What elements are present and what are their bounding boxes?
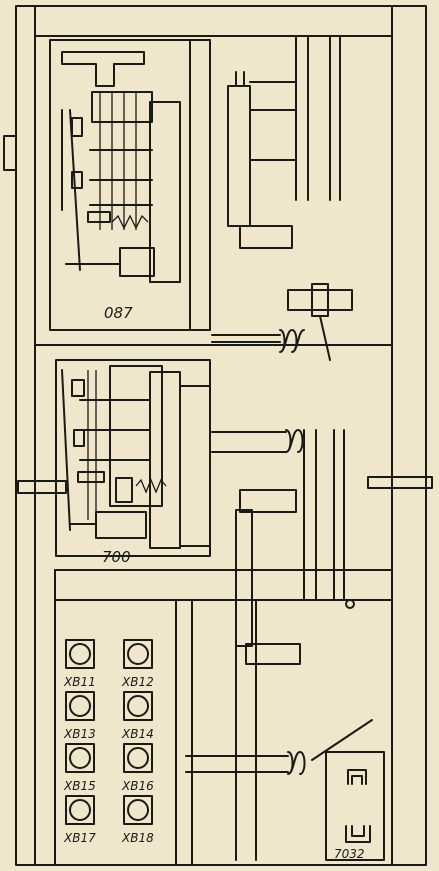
socket-xb13: XB13 <box>63 691 96 741</box>
socket-panel: XB11 XB12 XB13 XB14 XB15 XB16 <box>63 639 154 845</box>
socket-xb17-label: XB17 <box>63 831 96 845</box>
unit-700: 700 <box>55 359 211 566</box>
unit-700-label: 700 <box>102 548 131 566</box>
socket-xb14-label: XB14 <box>121 727 154 741</box>
outer-frame <box>3 5 433 866</box>
socket-xb12: XB12 <box>121 639 154 689</box>
socket-xb16: XB16 <box>121 743 154 793</box>
lower-right-mechanism <box>175 429 373 866</box>
socket-xb17: XB17 <box>63 795 96 845</box>
unit-087: 087 <box>49 39 211 331</box>
upper-right-mechanism <box>211 35 353 361</box>
socket-xb15: XB15 <box>63 743 96 793</box>
socket-xb18: XB18 <box>121 795 154 845</box>
block-7032-label: 7032 <box>334 847 365 861</box>
socket-xb14: XB14 <box>121 691 154 741</box>
block-7032: 7032 <box>325 751 385 861</box>
socket-xb16-label: XB16 <box>121 779 154 793</box>
socket-xb18-label: XB18 <box>121 831 154 845</box>
socket-xb11: XB11 <box>63 639 96 689</box>
section-dividers <box>34 344 393 866</box>
socket-xb12-label: XB12 <box>121 675 154 689</box>
socket-xb15-label: XB15 <box>63 779 96 793</box>
socket-xb11-label: XB11 <box>63 675 96 689</box>
socket-xb13-label: XB13 <box>63 727 96 741</box>
unit-087-label: 087 <box>104 304 133 322</box>
